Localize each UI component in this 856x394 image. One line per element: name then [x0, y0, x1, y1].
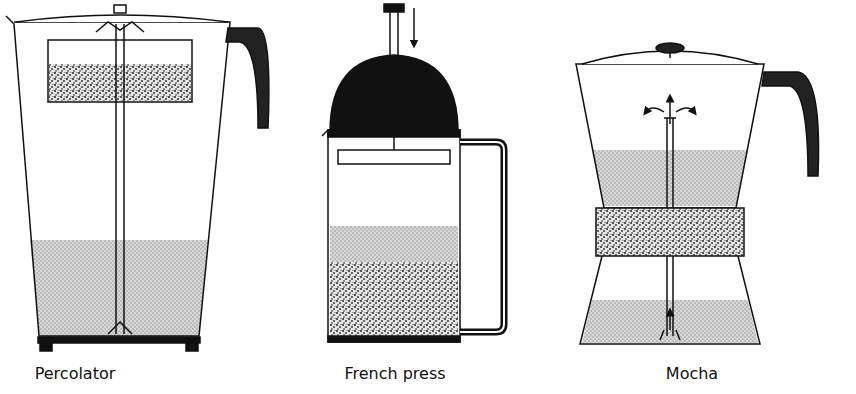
- percolator: [6, 5, 269, 351]
- device-label: French press: [344, 364, 445, 383]
- mocha-pot: [576, 43, 819, 344]
- device-label: Percolator: [35, 364, 116, 383]
- french-press: [322, 4, 504, 342]
- device-label: Mocha: [666, 364, 718, 383]
